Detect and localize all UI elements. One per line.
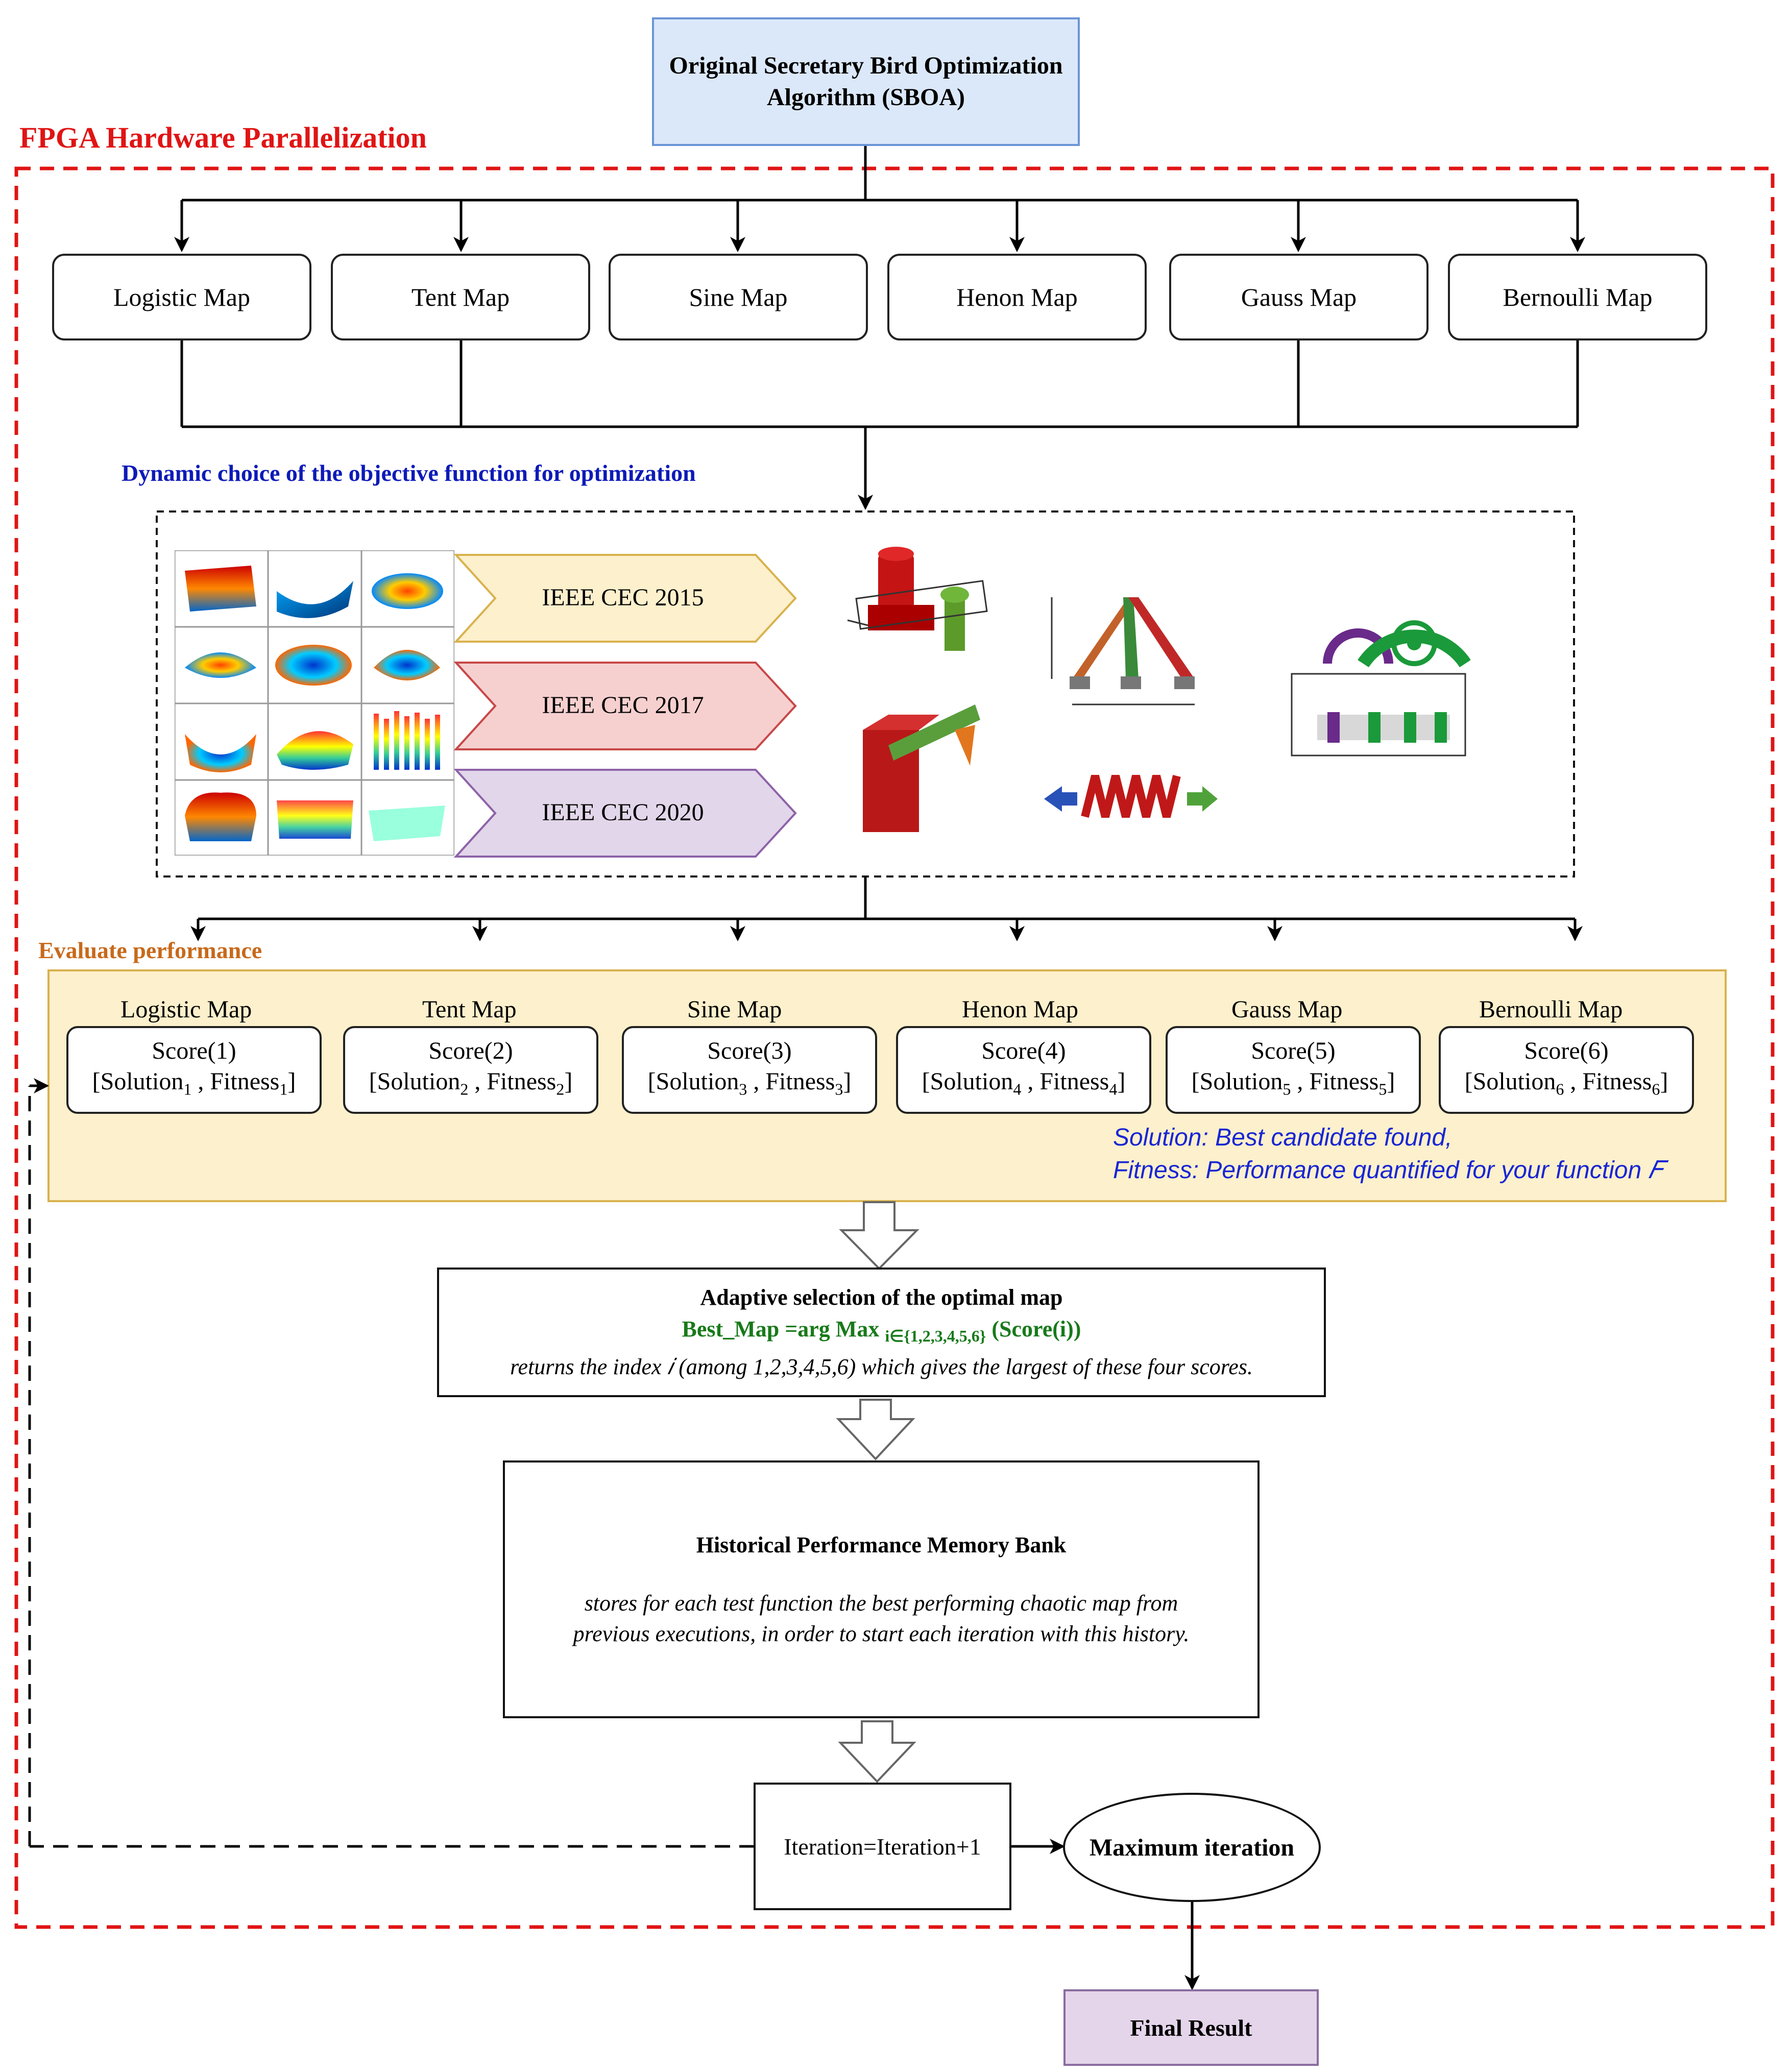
map-label: Gauss Map — [1241, 283, 1357, 311]
note-line-1: Solution: Best candidate found, — [1113, 1124, 1453, 1151]
cec2017-label: IEEE CEC 2017 — [542, 692, 704, 719]
score-box-1: Score(1) [Solution1 , Fitness1] — [66, 1026, 322, 1114]
score-title: Score(4) — [981, 1037, 1066, 1064]
map-box-tent: Tent Map — [331, 254, 590, 340]
memory-title: Historical Performance Memory Bank — [696, 1532, 1067, 1557]
selection-formula: Best_Map =arg Max i∈{1,2,3,4,5,6} (Score… — [682, 1316, 1081, 1345]
score-detail: [Solution1 , Fitness1] — [92, 1067, 296, 1099]
iteration-box: Iteration=Iteration+1 — [754, 1783, 1011, 1910]
score-box-2: Score(2) [Solution2 , Fitness2] — [343, 1026, 598, 1114]
adaptive-selection-box: Adaptive selection of the optimal map Be… — [437, 1267, 1326, 1397]
score-detail: [Solution6 , Fitness6] — [1464, 1067, 1668, 1099]
score-detail: [Solution5 , Fitness5] — [1191, 1067, 1395, 1099]
map-label: Bernoulli Map — [1503, 283, 1653, 311]
iteration-label: Iteration=Iteration+1 — [784, 1833, 981, 1860]
final-result-label: Final Result — [1130, 2014, 1252, 2041]
fpga-label: FPGA Hardware Parallelization — [19, 121, 427, 154]
score-title: Score(1) — [152, 1037, 236, 1064]
cec2020-label: IEEE CEC 2020 — [542, 799, 704, 826]
map-box-logistic: Logistic Map — [52, 254, 311, 340]
cec2017-chevron — [453, 662, 797, 750]
truss-illustration — [1051, 597, 1195, 705]
score-detail: [Solution3 , Fitness3] — [647, 1067, 852, 1099]
eval-map-label-logistic: Logistic Map — [118, 995, 254, 1023]
map-label: Sine Map — [689, 283, 788, 311]
score-box-3: Score(3) [Solution3 , Fitness3] — [622, 1026, 877, 1114]
fpga-region — [14, 166, 1775, 1929]
pressure-vessel-illustration — [847, 547, 988, 651]
hollow-arrow-3 — [838, 1720, 916, 1783]
memory-description-1: stores for each test function the best p… — [584, 1590, 1178, 1616]
final-result-box: Final Result — [1063, 1989, 1319, 2066]
selection-title: Adaptive selection of the optimal map — [700, 1284, 1063, 1310]
score-box-6: Score(6) [Solution6 , Fitness6] — [1439, 1026, 1694, 1114]
objective-label: Dynamic choice of the objective function… — [122, 460, 696, 486]
maximum-iteration-label: Maximum iteration — [1089, 1834, 1295, 1861]
cec2020-chevron — [453, 769, 797, 858]
eval-map-label-henon: Henon Map — [960, 995, 1080, 1023]
score-title: Score(5) — [1251, 1037, 1336, 1064]
maximum-iteration-ellipse: Maximum iteration — [1063, 1793, 1321, 1902]
cec2015-label: IEEE CEC 2015 — [542, 584, 704, 611]
memory-description-2: previous executions, in order to start e… — [573, 1621, 1190, 1646]
evaluate-label: Evaluate performance — [38, 937, 262, 963]
evaluate-note: Solution: Best candidate found, Fitness:… — [1113, 1122, 1663, 1187]
map-label: Logistic Map — [113, 283, 251, 311]
map-label: Tent Map — [411, 283, 510, 311]
map-box-henon: Henon Map — [887, 254, 1147, 340]
benchmark-surface-grid — [175, 550, 454, 856]
note-line-2: Fitness: Performance quantified for your… — [1113, 1157, 1663, 1184]
score-title: Score(2) — [428, 1037, 513, 1064]
spring-illustration — [1044, 775, 1218, 818]
eval-map-label-gauss: Gauss Map — [1229, 995, 1345, 1023]
welded-beam-illustration — [863, 704, 980, 832]
score-title: Score(3) — [707, 1037, 792, 1064]
sboa-box: Original Secretary Bird Optimization Alg… — [652, 17, 1080, 146]
score-title: Score(6) — [1524, 1037, 1609, 1064]
score-box-4: Score(4) [Solution4 , Fitness4] — [896, 1026, 1151, 1114]
cec2015-chevron — [453, 554, 797, 643]
eval-map-label-sine: Sine Map — [685, 995, 784, 1023]
hollow-arrow-1 — [839, 1201, 919, 1270]
selection-description: returns the index 𝑖 (among 1,2,3,4,5,6) … — [510, 1354, 1253, 1380]
score-detail: [Solution4 , Fitness4] — [922, 1067, 1126, 1099]
map-box-bernoulli: Bernoulli Map — [1448, 254, 1707, 340]
eval-map-label-bernoulli: Bernoulli Map — [1477, 995, 1625, 1023]
map-box-sine: Sine Map — [609, 254, 868, 340]
map-label: Henon Map — [956, 283, 1078, 311]
sboa-box-text: Original Secretary Bird Optimization Alg… — [669, 52, 1063, 111]
eval-map-label-tent: Tent Map — [420, 995, 519, 1023]
memory-bank-box: Historical Performance Memory Bank store… — [503, 1460, 1260, 1718]
hollow-arrow-2 — [836, 1399, 915, 1460]
score-box-5: Score(5) [Solution5 , Fitness5] — [1166, 1026, 1421, 1114]
score-detail: [Solution2 , Fitness2] — [369, 1067, 573, 1099]
map-box-gauss: Gauss Map — [1169, 254, 1429, 340]
gear-train-illustration — [1291, 620, 1470, 757]
